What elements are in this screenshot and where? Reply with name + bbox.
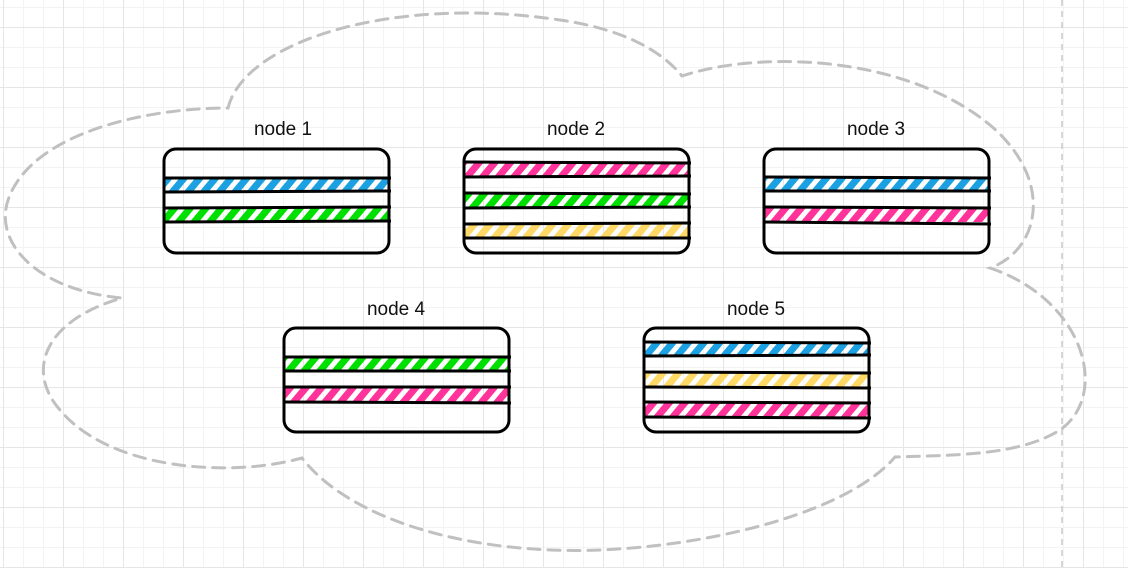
node-3-box[interactable] — [762, 147, 991, 255]
node-5-line — [643, 385, 872, 390]
node-1[interactable]: node 1 — [162, 119, 392, 255]
node-5-box[interactable] — [642, 326, 871, 434]
node-2-label: node 2 — [547, 119, 605, 140]
node-4[interactable]: node 4 — [282, 299, 512, 434]
node-5-line — [643, 370, 872, 375]
node-4-stripe-1 — [285, 357, 510, 371]
node-1-label: node 1 — [254, 119, 312, 140]
node-3[interactable]: node 3 — [762, 119, 992, 255]
node-3-line — [763, 205, 992, 210]
node-1-line — [163, 205, 392, 210]
node-3-label: node 3 — [847, 119, 905, 140]
node-4-line — [283, 400, 512, 405]
node-2-stripe-1 — [465, 162, 690, 176]
node-3-line — [763, 220, 992, 226]
node-5-line — [643, 415, 872, 420]
node-1-line — [163, 189, 392, 194]
node-3-line — [763, 175, 992, 180]
node-4-stripe-2 — [285, 388, 510, 402]
node-2-line — [463, 174, 692, 179]
node-1-stripe-2 — [165, 208, 390, 222]
node-5-line — [643, 400, 872, 405]
node-5-label: node 5 — [727, 299, 785, 320]
node-1-line — [163, 219, 392, 224]
node-5-stripe-1 — [645, 342, 870, 356]
node-5[interactable]: node 5 — [642, 299, 872, 434]
node-5-stripe-2 — [645, 373, 870, 387]
node-4-label: node 4 — [367, 299, 426, 320]
node-4-box[interactable] — [282, 326, 511, 434]
node-2[interactable]: node 2 — [462, 119, 692, 255]
node-5-line — [643, 353, 872, 358]
node-2-box[interactable] — [462, 147, 691, 255]
node-2-line — [463, 205, 692, 210]
node-3-stripe-1 — [765, 177, 990, 191]
node-5-stripe-3 — [645, 403, 870, 417]
node-3-stripe-2 — [765, 208, 990, 222]
node-2-stripe-2 — [465, 194, 690, 208]
node-1-stripe-1 — [165, 178, 390, 192]
cluster-cloud-outline[interactable] — [3, 11, 1087, 552]
node-2-stripe-3 — [465, 224, 690, 238]
node-5-line — [643, 340, 872, 345]
node-1-box[interactable] — [162, 147, 391, 255]
node-2-line — [463, 191, 692, 196]
node-2-line — [463, 221, 692, 226]
node-2-line — [463, 160, 692, 165]
